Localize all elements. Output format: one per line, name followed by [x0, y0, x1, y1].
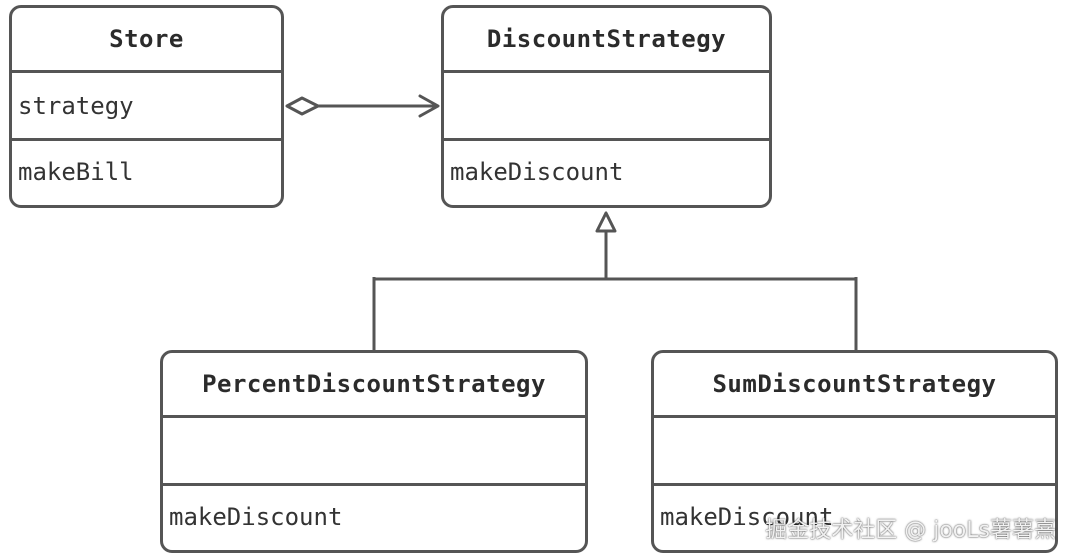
class-store-attributes: strategy	[12, 73, 281, 141]
generalization-connector	[372, 211, 858, 352]
navigation-arrow-icon	[418, 94, 440, 118]
aggregation-diamond-icon	[285, 96, 320, 116]
class-discount-strategy-name: DiscountStrategy	[444, 8, 769, 73]
class-sum-discount-strategy-attributes	[654, 418, 1055, 486]
class-store-operations: makeBill	[18, 158, 134, 186]
class-percent-discount-strategy: PercentDiscountStrategy makeDiscount	[160, 350, 588, 553]
class-store-name: Store	[12, 8, 281, 73]
class-discount-strategy-attributes	[444, 73, 769, 141]
class-sum-discount-strategy-operations: makeDiscount	[660, 503, 834, 531]
class-store: Store strategy makeBill	[9, 5, 284, 208]
class-sum-discount-strategy-name: SumDiscountStrategy	[654, 353, 1055, 418]
class-sum-discount-strategy: SumDiscountStrategy makeDiscount	[651, 350, 1058, 553]
watermark: 掘金技术社区 @ jooLs薯薯熹	[765, 518, 1056, 543]
inheritance-triangle-icon	[595, 211, 617, 233]
class-percent-discount-strategy-name: PercentDiscountStrategy	[163, 353, 585, 418]
class-discount-strategy: DiscountStrategy makeDiscount	[441, 5, 772, 208]
aggregation-connector	[285, 94, 440, 118]
class-discount-strategy-operations: makeDiscount	[450, 158, 624, 186]
class-percent-discount-strategy-attributes	[163, 418, 585, 486]
class-percent-discount-strategy-operations: makeDiscount	[169, 503, 343, 531]
